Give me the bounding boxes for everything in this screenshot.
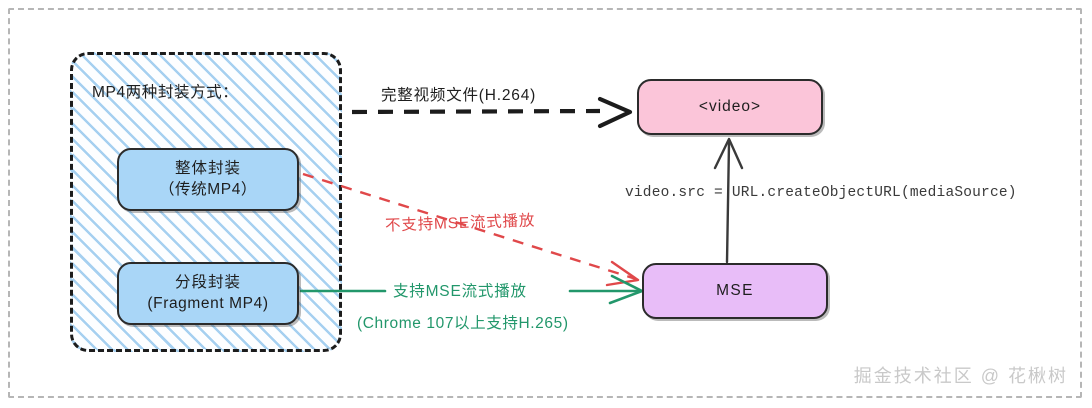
- node-whole-mp4[interactable]: 整体封装 （传统MP4）: [117, 148, 299, 211]
- outer-dashed-frame: [8, 8, 1082, 398]
- node-video-element[interactable]: <video>: [637, 79, 823, 135]
- node-mse[interactable]: MSE: [642, 263, 828, 319]
- node-mse-label: MSE: [716, 281, 754, 299]
- edge-label-chrome-support-note: (Chrome 107以上支持H.265): [357, 315, 569, 332]
- node-fragment-mp4-line1: 分段封装: [174, 273, 241, 291]
- edge-label-supported-mse: 支持MSE流式播放: [393, 283, 527, 300]
- node-fragment-mp4[interactable]: 分段封装 (Fragment MP4): [117, 262, 299, 325]
- edge-label-whole-to-video: 完整视频文件(H.264): [381, 87, 537, 104]
- node-video-element-label: <video>: [698, 97, 762, 115]
- node-fragment-mp4-line2: (Fragment MP4): [147, 294, 269, 312]
- group-title: MP4两种封装方式：: [92, 84, 239, 101]
- node-whole-mp4-line2: （传统MP4）: [158, 180, 258, 198]
- edge-label-mse-to-video-code: video.src = URL.createObjectURL(mediaSou…: [625, 185, 1017, 201]
- node-whole-mp4-line1: 整体封装: [174, 159, 241, 177]
- watermark: 掘金技术社区 @ 花楸树: [853, 366, 1068, 386]
